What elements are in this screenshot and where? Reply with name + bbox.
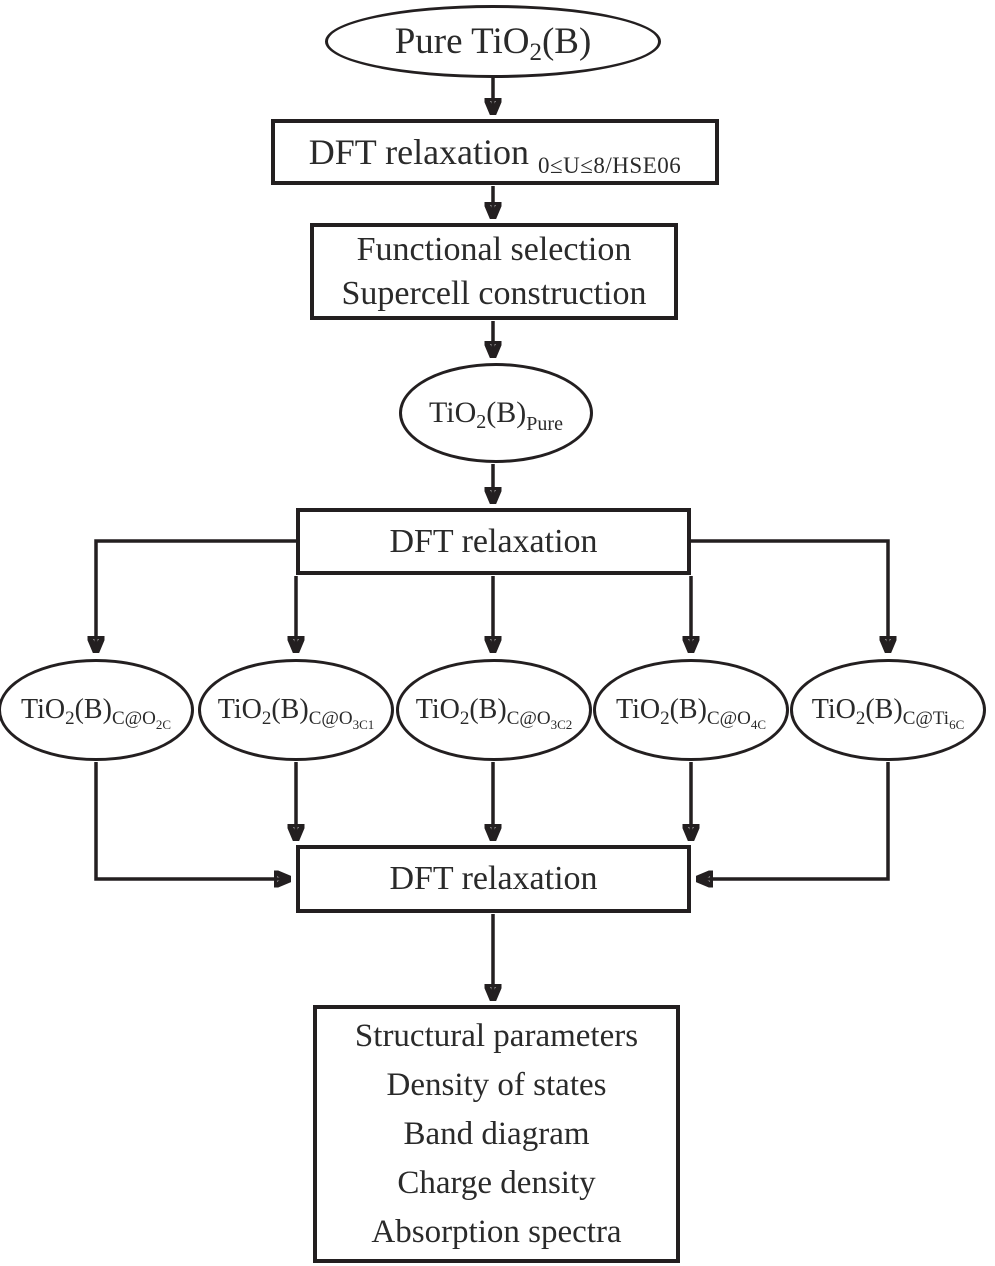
node-label: TiO: [811, 694, 856, 725]
site-subscript: C@O: [506, 708, 551, 729]
node-label: Pure TiO: [394, 21, 530, 62]
result-line: Absorption spectra: [371, 1213, 622, 1250]
node-label-b: (B): [271, 694, 309, 725]
hubbard-subscript: 0≤U≤8/HSE06: [538, 153, 682, 178]
arrow-branch-to-ellipse-5: [691, 539, 888, 652]
result-line: Charge density: [397, 1164, 596, 1201]
site-subsubscript: 3C1: [352, 717, 375, 732]
node-results: Structural parameters Density of states …: [313, 1005, 680, 1263]
subscript-2: 2: [855, 708, 866, 729]
site-subsubscript: 6C: [949, 717, 965, 732]
node-label: DFT relaxation: [308, 132, 530, 172]
node-label: TiO: [429, 396, 477, 429]
node-label: DFT relaxation: [389, 522, 598, 560]
node-dft-relaxation-hubbard: DFT relaxation 0≤U≤8/HSE06: [271, 119, 719, 185]
subscript-2: 2: [660, 708, 670, 729]
subscript-2: 2: [459, 708, 470, 729]
arrow-branch-to-ellipse-1: [96, 539, 296, 652]
node-label-suffix: (B): [541, 21, 592, 62]
arrow-ellipse-5-to-merge: [697, 762, 890, 879]
node-dft-relaxation-branch: DFT relaxation: [296, 508, 691, 575]
node-label: TiO: [20, 694, 66, 725]
subscript-2: 2: [65, 708, 75, 729]
subscript-2: 2: [261, 708, 272, 729]
arrow-ellipse-1-to-merge: [94, 762, 290, 879]
node-label-b: (B): [865, 694, 903, 725]
node-functional-supercell: Functional selection Supercell construct…: [310, 223, 678, 320]
site-subscript: C@O: [111, 708, 156, 729]
node-label-b: (B): [469, 694, 507, 725]
node-label: TiO: [415, 694, 460, 725]
subscript-2: 2: [529, 39, 542, 66]
node-label-b: (B): [74, 694, 112, 725]
node-label: TiO: [217, 694, 262, 725]
site-subscript: C@O: [308, 708, 353, 729]
node-label-b: (B): [669, 694, 707, 725]
result-line: Structural parameters: [354, 1017, 639, 1054]
node-label-line2: Supercell construction: [341, 274, 647, 312]
result-line: Band diagram: [403, 1115, 590, 1152]
node-label: TiO: [615, 694, 661, 725]
node-dft-relaxation-merge: DFT relaxation: [296, 845, 691, 913]
site-subscript: C@Ti: [902, 708, 950, 729]
site-subsubscript: 4C: [750, 717, 767, 732]
result-line: Density of states: [386, 1066, 607, 1103]
subscript-pure: Pure: [526, 413, 563, 435]
subscript-2: 2: [476, 411, 487, 433]
node-label: DFT relaxation: [389, 860, 598, 897]
node-label-b: (B): [486, 396, 527, 429]
node-label-line1: Functional selection: [356, 230, 632, 268]
site-subsubscript: 3C2: [550, 717, 573, 732]
site-subscript: C@O: [706, 708, 751, 729]
site-subsubscript: 2C: [155, 717, 172, 732]
